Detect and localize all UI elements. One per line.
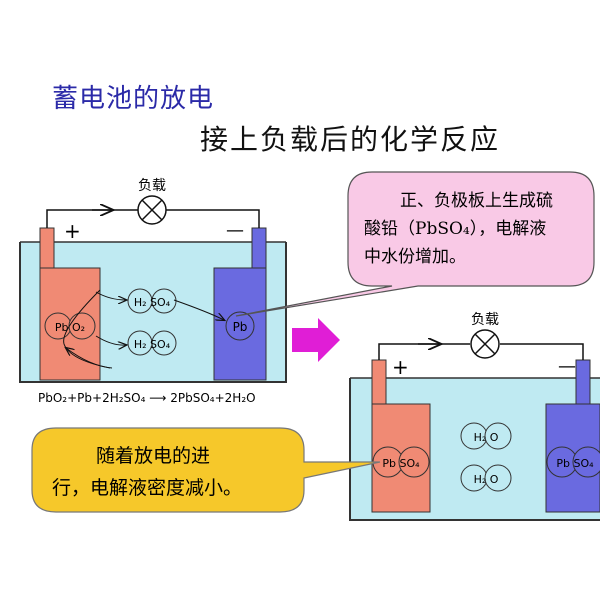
left-negative-plate-label: Pb bbox=[233, 320, 248, 334]
left-cell: 负载 + — Pb O₂ Pb H₂ SO₄ H₂ SO₄ bbox=[19, 178, 287, 405]
left-load-lamp-icon bbox=[137, 195, 167, 225]
left-pb-atom: Pb bbox=[225, 311, 255, 341]
right-plus-sign: + bbox=[392, 355, 409, 379]
callout-top-line3: 中水份增加。 bbox=[364, 247, 466, 267]
callout-bottom-line2: 行，电解液密度减小。 bbox=[52, 477, 242, 499]
left-acid-top-label: H₂ SO₄ bbox=[134, 296, 171, 309]
right-h2o-top: H₂ O bbox=[460, 422, 512, 450]
left-acid-bottom-label: H₂ SO₄ bbox=[134, 338, 171, 351]
callout-bottom-line1: 随着放电的进 bbox=[96, 445, 210, 467]
left-container bbox=[19, 242, 287, 383]
left-positive-plate-label: Pb O₂ bbox=[55, 321, 85, 334]
left-minus-sign: — bbox=[226, 220, 244, 241]
right-cell: 负载 + — Pb SO₄ Pb SO₄ H₂ O H₂ O bbox=[349, 312, 600, 521]
callout-bottom: 随着放电的进 行，电解液密度减小。 bbox=[31, 427, 381, 513]
reaction-equation: PbO₂+Pb+2H₂SO₄ ⟶ 2PbSO₄+2H₂O bbox=[38, 391, 256, 405]
right-container bbox=[349, 378, 600, 521]
right-load-lamp-icon bbox=[470, 329, 500, 359]
transition-arrow-icon bbox=[292, 318, 340, 362]
page-subtitle: 接上负载后的化学反应 bbox=[200, 123, 501, 156]
right-minus-sign: — bbox=[558, 356, 576, 377]
right-positive-pbso4: Pb SO₄ bbox=[372, 446, 430, 478]
left-h2so4-bottom: H₂ SO₄ bbox=[127, 330, 177, 356]
left-load-label: 负载 bbox=[138, 178, 166, 194]
right-h2o-bottom: H₂ O bbox=[460, 464, 512, 492]
callout-top: 正、负极板上生成硫 酸铅（PbSO₄），电解液 中水份增加。 bbox=[235, 171, 595, 317]
left-plus-sign: + bbox=[64, 219, 81, 243]
right-load-label: 负载 bbox=[471, 312, 499, 328]
right-negative-pbso4: Pb SO₄ bbox=[546, 446, 600, 478]
page-title: 蓄电池的放电 bbox=[52, 84, 215, 114]
callout-top-line2: 酸铅（PbSO₄），电解液 bbox=[364, 219, 546, 239]
right-water-top-label: H₂ O bbox=[474, 431, 499, 444]
right-negative-plate-label: Pb SO₄ bbox=[556, 457, 594, 470]
callout-top-line1: 正、负极板上生成硫 bbox=[400, 191, 553, 211]
right-water-bottom-label: H₂ O bbox=[474, 473, 499, 486]
left-h2so4-top: H₂ SO₄ bbox=[127, 288, 177, 314]
right-positive-plate-label: Pb SO₄ bbox=[382, 457, 420, 470]
